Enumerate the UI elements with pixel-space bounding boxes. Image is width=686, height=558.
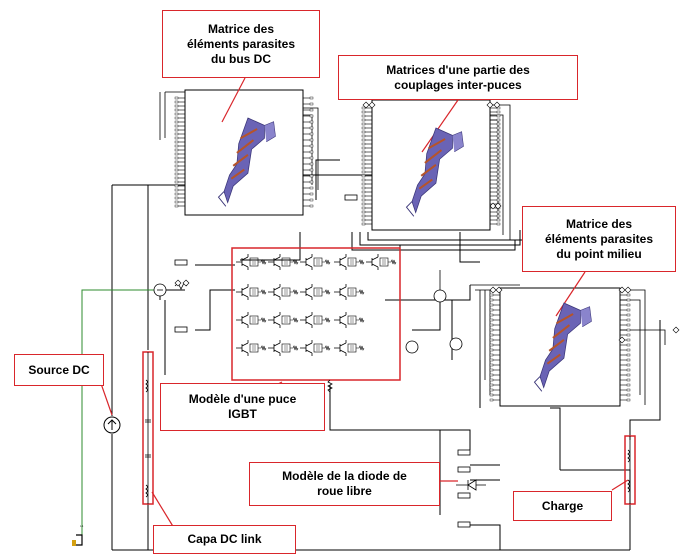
igbt-cell xyxy=(365,253,397,271)
igbt-cell xyxy=(299,283,331,301)
igbt-cell xyxy=(235,253,267,271)
midpoint-matrix-3d-model xyxy=(533,302,592,392)
igbt-cell xyxy=(333,283,365,301)
igbt-sense-source xyxy=(433,289,447,303)
dc-source xyxy=(103,416,121,434)
callout-bus-dc-matrix: Matrice des éléments parasites du bus DC xyxy=(162,10,320,78)
inter-chip-ports-right xyxy=(486,101,501,109)
igbt-cell xyxy=(267,311,299,329)
svg-text:L1: L1 xyxy=(80,524,84,528)
gate-ports xyxy=(174,279,190,287)
igbt-aux-source-b xyxy=(449,337,463,351)
gate-driver-source xyxy=(153,259,188,333)
igbt-cell xyxy=(235,283,267,301)
igbt-cell xyxy=(299,311,331,329)
callout-igbt-model: Modèle d'une puce IGBT xyxy=(160,383,325,431)
midpoint-matrix-pins-right xyxy=(620,293,631,402)
midpoint-matrix-pins-left xyxy=(489,293,500,402)
igbt-cell xyxy=(333,339,365,357)
igbt-cell xyxy=(299,339,331,357)
igbt-chip-model xyxy=(231,247,401,381)
igbt-cell xyxy=(267,253,299,271)
load-port xyxy=(672,326,680,334)
bus-dc-matrix-3d-model xyxy=(217,117,276,207)
igbt-aux-source-a xyxy=(405,340,419,354)
inter-chip-matrix-block xyxy=(344,99,511,240)
freewheel-diode-element xyxy=(456,449,486,528)
igbt-cell xyxy=(333,311,365,329)
callout-inter-chip-matrix: Matrices d'une partie des couplages inte… xyxy=(338,55,578,100)
inter-chip-matrix-pins-left xyxy=(361,106,372,226)
inter-chip-matrix-3d-model xyxy=(405,127,464,217)
igbt-cell xyxy=(235,339,267,357)
igbt-cell xyxy=(235,311,267,329)
charge-element xyxy=(624,435,636,505)
inter-chip-ports-top xyxy=(362,101,376,109)
igbt-cell xyxy=(299,253,331,271)
callout-diode-model: Modèle de la diode de roue libre xyxy=(249,462,440,506)
inter-chip-ports-bottom xyxy=(489,202,502,210)
dc-source-ground-wire xyxy=(81,289,160,540)
midpoint-port-mid xyxy=(618,336,626,344)
midpoint-ports-right xyxy=(618,286,632,294)
igbt-cell xyxy=(267,283,299,301)
callout-capa-dc-link: Capa DC link xyxy=(153,525,296,554)
callout-charge: Charge xyxy=(513,491,612,521)
midpoint-matrix-block xyxy=(470,284,666,407)
callout-midpoint-matrix: Matrice des éléments parasites du point … xyxy=(522,206,676,272)
capa-dc-link-element xyxy=(142,351,154,505)
bus-dc-matrix-pins-right xyxy=(303,96,314,208)
igbt-cell xyxy=(333,253,365,271)
bus-dc-matrix-pins-left xyxy=(174,96,185,208)
callout-source-dc: Source DC xyxy=(14,354,104,386)
series-resistor xyxy=(327,379,333,393)
igbt-cell xyxy=(267,339,299,357)
midpoint-ports-left xyxy=(489,286,503,294)
